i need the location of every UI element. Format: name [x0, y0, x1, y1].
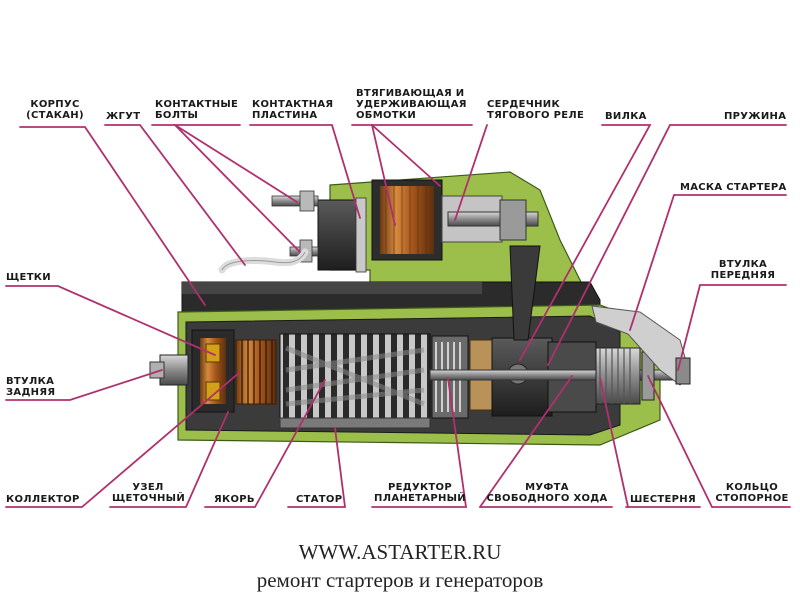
label-shchetki: ЩЕТКИ [6, 272, 51, 283]
label-maska: МАСКА СТАРТЕРА [680, 182, 787, 193]
label-kollektor: КОЛЛЕКТОР [6, 494, 80, 505]
label-kontaktnye-bolty: КОНТАКТНЫЕ БОЛТЫ [155, 99, 239, 121]
label-mufta: МУФТА СВОБОДНОГО ХОДА [486, 482, 608, 504]
solenoid-group [218, 171, 586, 291]
label-zhgut: ЖГУТ [106, 111, 141, 122]
footer-website: WWW.ASTARTER.RU [298, 540, 502, 564]
label-korpus: КОРПУС (СТАКАН) [26, 99, 84, 121]
label-pruzhina: ПРУЖИНА [724, 111, 787, 122]
footer-subtitle: ремонт стартеров и генераторов [256, 568, 544, 592]
label-uzel-shchetochnyi: УЗЕЛ ЩЕТОЧНЫЙ [112, 482, 185, 504]
label-yakor: ЯКОРЬ [214, 494, 255, 505]
label-kontaktnaya-plastina: КОНТАКТНАЯ ПЛАСТИНА [252, 99, 334, 121]
label-serdechnik: СЕРДЕЧНИК ТЯГОВОГО РЕЛЕ [487, 99, 585, 121]
label-obmotki: ВТЯГИВАЮЩАЯ И УДЕРЖИВАЮЩАЯ ОБМОТКИ [356, 88, 467, 121]
commutator-bars [235, 339, 277, 405]
label-stator: СТАТОР [296, 494, 343, 505]
label-reduktor: РЕДУКТОР ПЛАНЕТАРНЫЙ [374, 482, 466, 504]
leader-lines [5, 124, 791, 508]
label-koltso-stopornoe: КОЛЬЦО СТОПОРНОЕ [715, 482, 789, 504]
label-vtulka-perednyaya: ВТУЛКА ПЕРЕДНЯЯ [710, 259, 776, 281]
label-vtulka-zadnyaya: ВТУЛКА ЗАДНЯЯ [6, 376, 56, 398]
label-shesternya: ШЕСТЕРНЯ [630, 494, 696, 505]
starter-body-group [149, 245, 691, 446]
label-vilka: ВИЛКА [605, 111, 647, 122]
